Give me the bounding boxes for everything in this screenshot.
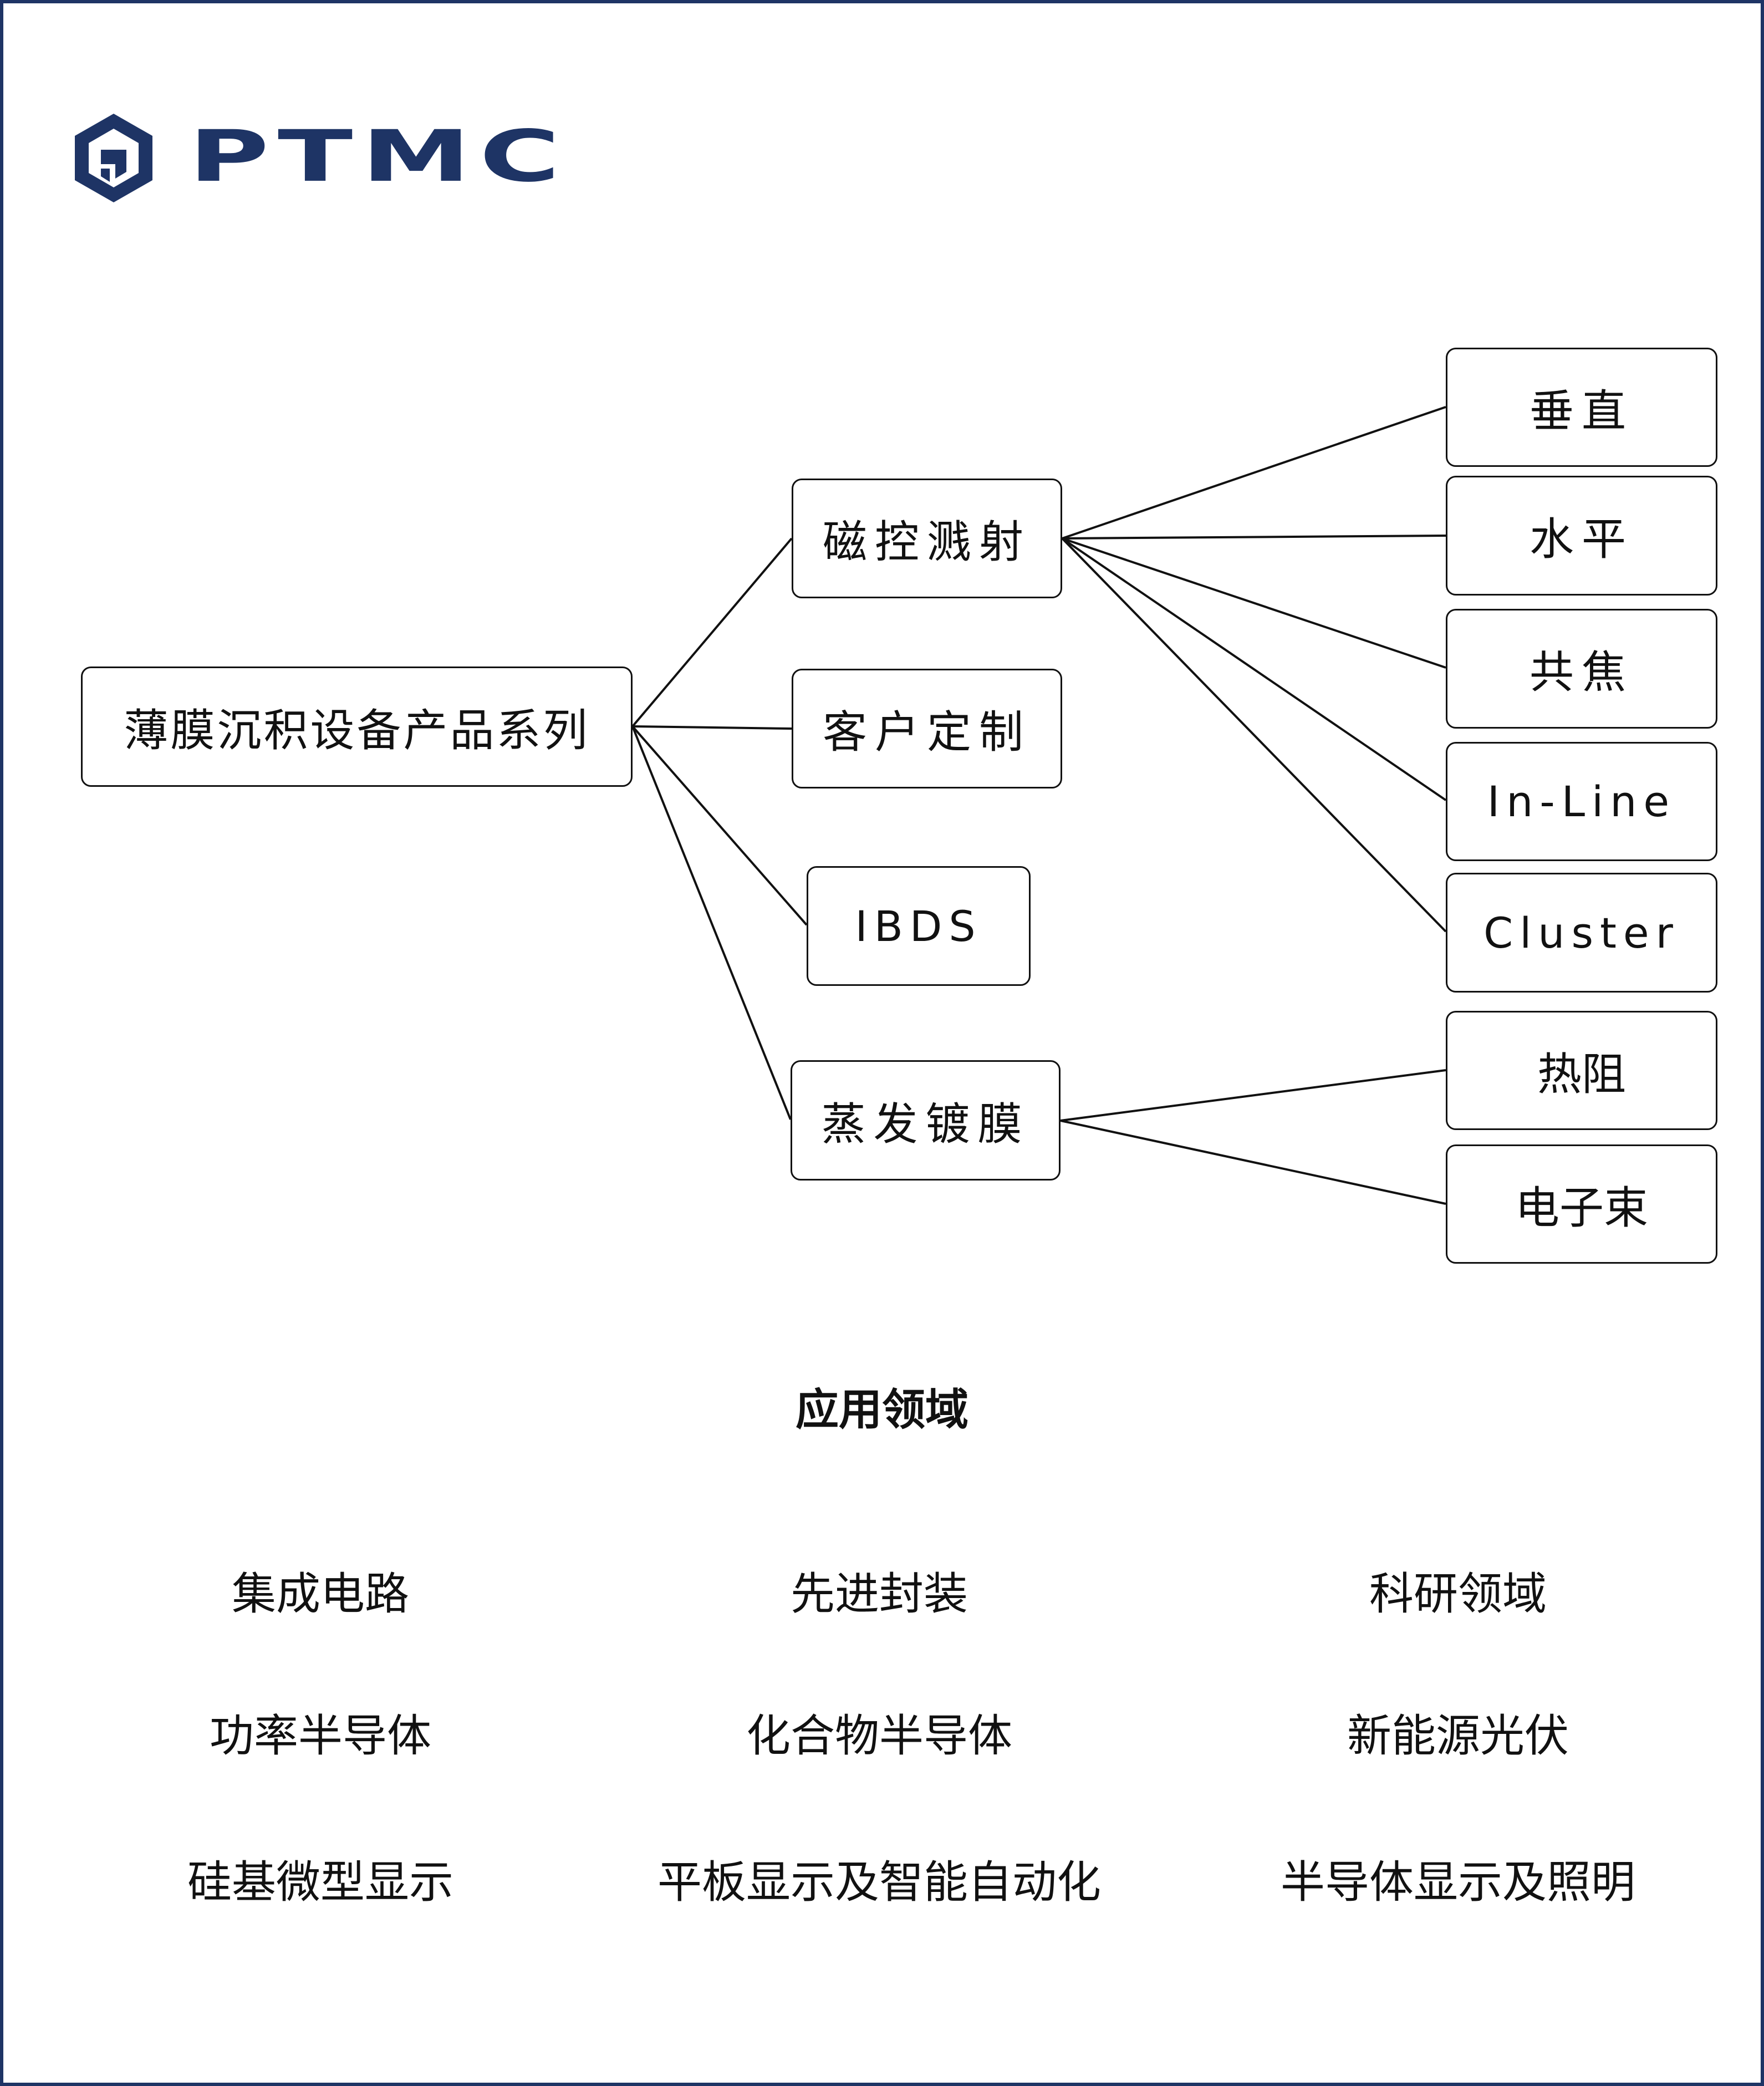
application-item: 科研领域 bbox=[1369, 1568, 1547, 1620]
application-item: 功率半导体 bbox=[210, 1710, 431, 1762]
connector-sputtering-horizontal bbox=[1062, 535, 1446, 540]
leaf-node-ebeam: 电子束 bbox=[1446, 1144, 1717, 1264]
applications-title: 应用领域 bbox=[795, 1385, 968, 1435]
connector-evaporation-ebeam bbox=[1060, 1120, 1446, 1205]
application-item: 硅基微型显示 bbox=[187, 1856, 453, 1908]
connector-sputtering-confocal bbox=[1062, 537, 1446, 669]
brand-name: PTMC bbox=[188, 115, 569, 198]
branch-node-evaporation: 蒸发镀膜 bbox=[791, 1060, 1061, 1181]
leaf-node-vertical: 垂直 bbox=[1446, 348, 1717, 467]
leaf-node-cluster: Cluster bbox=[1446, 873, 1717, 993]
application-item: 半导体显示及照明 bbox=[1281, 1856, 1635, 1908]
connector-root-ibds bbox=[631, 725, 808, 926]
branch-node-sputtering: 磁控溅射 bbox=[792, 479, 1062, 598]
leaf-node-horizontal: 水平 bbox=[1446, 476, 1717, 596]
application-item: 集成电路 bbox=[232, 1568, 409, 1620]
branch-node-custom: 客户定制 bbox=[792, 669, 1062, 788]
connector-root-sputtering bbox=[631, 537, 793, 727]
connector-sputtering-vertical bbox=[1062, 406, 1446, 540]
connector-evaporation-thermal bbox=[1060, 1069, 1446, 1122]
branch-node-ibds: IBDS bbox=[807, 866, 1031, 986]
leaf-node-thermal: 热阻 bbox=[1446, 1011, 1717, 1130]
application-item: 平板显示及智能自动化 bbox=[657, 1856, 1101, 1908]
connector-sputtering-inline bbox=[1061, 537, 1447, 801]
leaf-node-inline: In-Line bbox=[1446, 742, 1717, 861]
connector-sputtering-cluster bbox=[1061, 537, 1447, 933]
application-item: 化合物半导体 bbox=[746, 1710, 1012, 1762]
ptmc-logo: PTMC bbox=[72, 111, 560, 205]
connector-root-custom bbox=[632, 725, 792, 730]
application-item: 新能源光伏 bbox=[1347, 1710, 1569, 1762]
connector-root-evaporation bbox=[631, 726, 792, 1120]
root-node: 薄膜沉积设备产品系列 bbox=[81, 666, 633, 787]
hexagon-logo-icon bbox=[75, 114, 152, 202]
leaf-node-confocal: 共焦 bbox=[1446, 609, 1717, 729]
application-item: 先进封装 bbox=[791, 1568, 968, 1620]
